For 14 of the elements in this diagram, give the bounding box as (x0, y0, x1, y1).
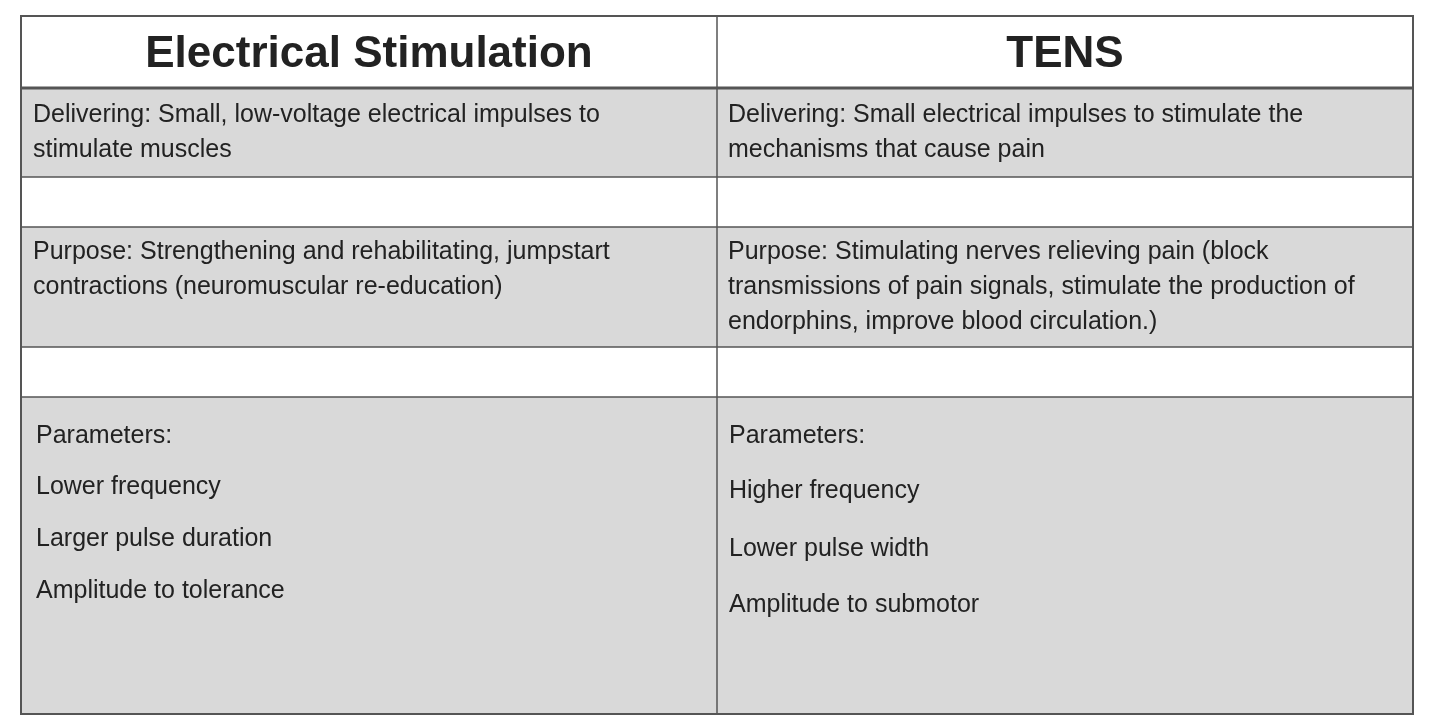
cell-text: Parameters: (36, 419, 174, 450)
cell-text: Parameters: (729, 419, 867, 450)
cell-text: Delivering: Small, low-voltage electrical impulses to stimulate muscles (33, 98, 601, 164)
list-item: Amplitude to submotor (729, 588, 981, 619)
list-item: Larger pulse duration (36, 522, 274, 553)
cell-text: Purpose: Stimulating nerves relieving pain (block transmissions of pain signals, stimulate the production of endorphins, improve blood circulation.) (728, 235, 1356, 336)
list-item: Amplitude to tolerance (36, 574, 286, 605)
column-header: TENS (1005, 26, 1125, 78)
cell-text: Delivering: Small electrical impulses to stimulate the mechanisms that cause pain (728, 98, 1305, 164)
column-header: Electrical Stimulation (144, 26, 594, 78)
list-item: Lower frequency (36, 470, 222, 501)
list-item: Lower pulse width (729, 532, 931, 563)
list-item: Higher frequency (729, 474, 921, 505)
cell-text: Purpose: Strengthening and rehabilitating, jumpstart contractions (neuromuscular re-education) (33, 235, 611, 301)
